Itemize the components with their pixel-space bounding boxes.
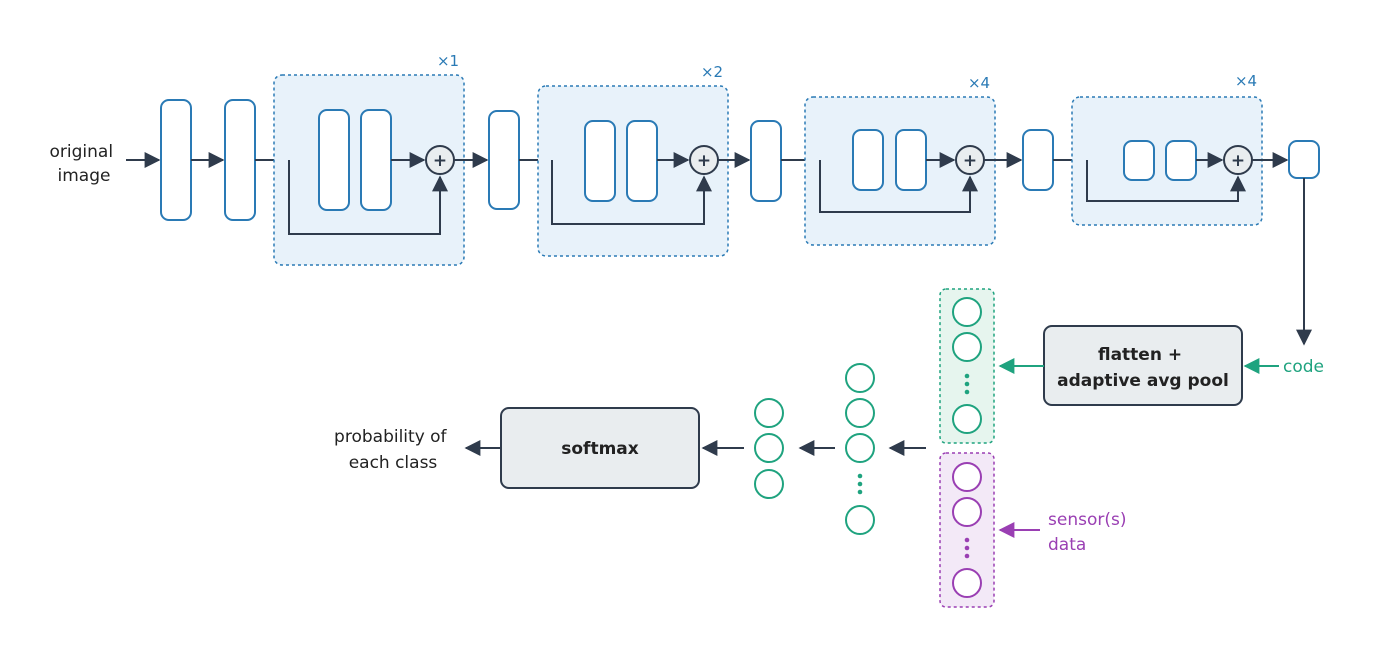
skip-connection [288, 160, 448, 235]
neuron [845, 505, 875, 535]
skip-connection [819, 160, 978, 213]
stage-multiplier: ×4 [1235, 72, 1257, 90]
conv-layer [1123, 140, 1155, 181]
vertical-dots-icon [964, 373, 970, 395]
neuron [754, 469, 784, 499]
flatten-pool-box [1043, 325, 1243, 406]
svg-text:+: + [433, 151, 447, 171]
residual-stage-4: ×4 + [1071, 72, 1263, 226]
sensor-feature-vector [939, 452, 995, 608]
vertical-dots-icon [964, 537, 970, 559]
plus-circle-icon: + [689, 145, 719, 175]
output-layer [754, 398, 784, 499]
stage-multiplier: ×1 [437, 52, 459, 70]
stem-layer-2 [224, 99, 256, 221]
conv-layer [1165, 140, 1197, 181]
conv-layer [318, 109, 350, 211]
residual-stage-3: ×4 + [804, 74, 996, 246]
plus-circle-icon: + [1223, 145, 1253, 175]
image-feature-vector [939, 288, 995, 444]
plus-circle-icon: + [955, 145, 985, 175]
hidden-layer [845, 363, 875, 535]
neuron [845, 363, 875, 393]
vertical-dots-icon [857, 473, 863, 495]
conv-layer [584, 120, 616, 202]
downsample-layer-1 [488, 110, 520, 210]
input-label: original image [50, 142, 119, 186]
neuron [952, 297, 982, 327]
neuron [754, 398, 784, 428]
output-label: probability of each class [334, 427, 452, 473]
conv-layer [895, 129, 927, 191]
neuron [952, 332, 982, 362]
neuron [845, 433, 875, 463]
stem-layer-1 [160, 99, 192, 221]
residual-stage-2: ×2 + [537, 63, 729, 257]
code-label: code [1283, 357, 1324, 377]
svg-text:+: + [1231, 151, 1245, 171]
neuron [754, 433, 784, 463]
sensor-label: sensor(s) data [1048, 510, 1132, 555]
neuron [952, 462, 982, 492]
code-layer [1288, 140, 1320, 179]
stage-multiplier: ×4 [968, 74, 990, 92]
downsample-layer-3 [1022, 129, 1054, 191]
neuron [952, 404, 982, 434]
svg-text:+: + [697, 151, 711, 171]
neuron [952, 568, 982, 598]
residual-stage-1: ×1 + [273, 52, 465, 266]
downsample-layer-2 [750, 120, 782, 202]
sensor-vector-box [939, 452, 995, 608]
conv-layer [360, 109, 392, 211]
feature-vector-box [939, 288, 995, 444]
svg-text:+: + [963, 151, 977, 171]
neuron [952, 497, 982, 527]
plus-circle-icon: + [425, 145, 455, 175]
softmax-label: softmax [561, 439, 639, 459]
skip-connection [551, 160, 712, 225]
flatten-pool-label: flatten + adaptive avg pool [1057, 345, 1229, 391]
conv-layer [626, 120, 658, 202]
neuron [845, 398, 875, 428]
conv-layer [852, 129, 884, 191]
stage-multiplier: ×2 [701, 63, 723, 81]
skip-connection [1086, 160, 1246, 202]
